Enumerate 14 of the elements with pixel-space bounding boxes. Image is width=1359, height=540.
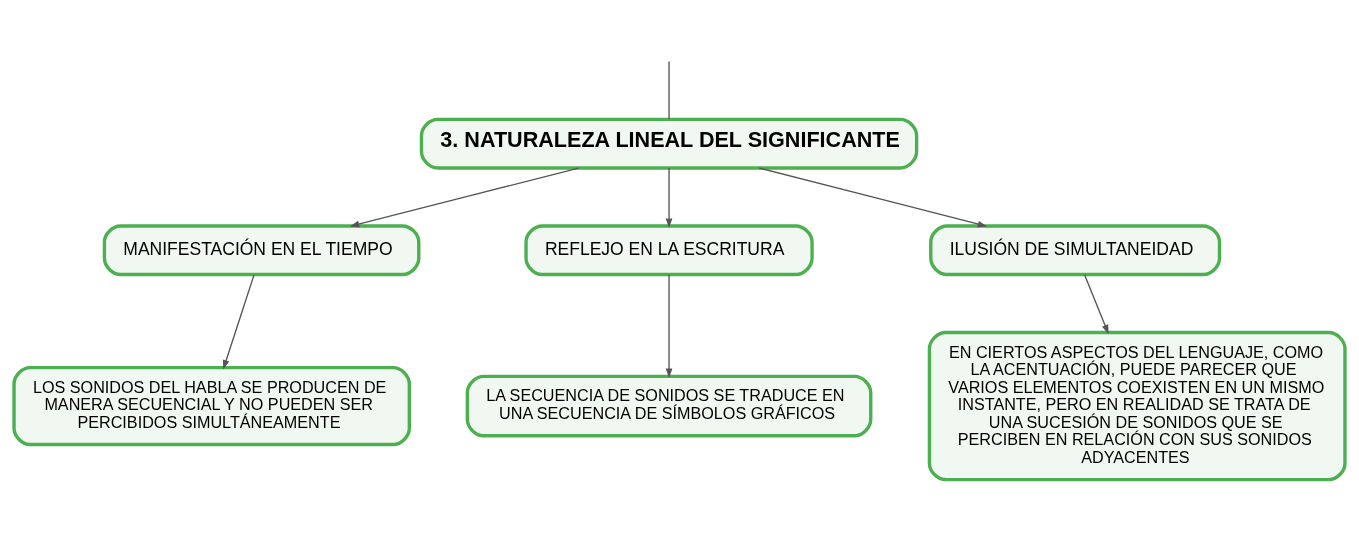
arrow bbox=[222, 274, 255, 370]
arrow bbox=[665, 167, 673, 228]
node-box: MANIFESTACIÓN EN EL TIEMPO bbox=[102, 224, 421, 277]
connector bbox=[668, 60, 670, 120]
arrow bbox=[665, 274, 673, 379]
arrow bbox=[1083, 274, 1109, 335]
node-box: EN CIERTOS ASPECTOS DEL LENGUAJE, COMO LA ACENTUACIÓN, PUEDE PARECER QUE VARIOS ELEMENTOS COEXISTEN EN UN MISMO INSTANTE, PERO EN REALIDAD SE TRATA DE UNA SUCESIÓN DE SONIDOS QUE SE PERCIBEN EN RELACIÓN CON SUS SONIDOS ADYACENTES bbox=[927, 330, 1347, 482]
node-box: LOS SONIDOS DEL HABLA SE PRODUCEN DE MANERA SECUENCIAL Y NO PUEDEN SER PERCIBIDOS SIMULTÁNEAMENTE bbox=[12, 365, 411, 447]
arrow bbox=[758, 167, 988, 228]
node-box: 3. NATURALEZA LINEAL DEL SIGNIFICANTE bbox=[419, 117, 919, 170]
node-box: ILUSIÓN DE SIMULTANEIDAD bbox=[929, 224, 1222, 277]
arrow bbox=[349, 167, 580, 228]
node-box: LA SECUENCIA DE SONIDOS SE TRADUCE EN UNA SECUENCIA DE SÍMBOLOS GRÁFICOS bbox=[465, 374, 873, 438]
node-box: REFLEJO EN LA ESCRITURA bbox=[524, 224, 814, 277]
